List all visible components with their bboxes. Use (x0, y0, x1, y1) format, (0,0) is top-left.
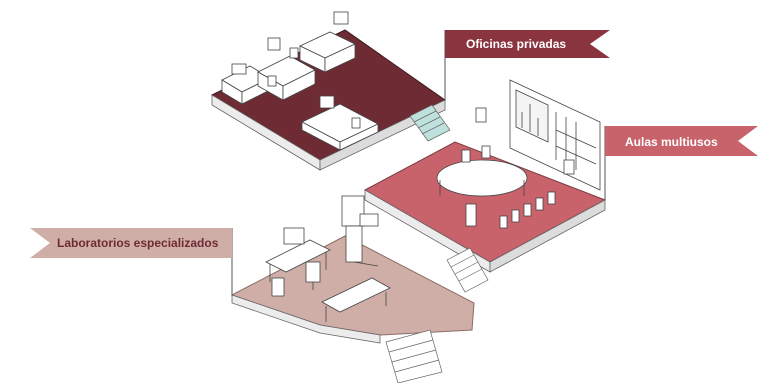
exam-table-icon (321, 277, 391, 322)
conference-table-icon (436, 159, 528, 227)
lab-desk-icon (265, 227, 331, 297)
labs-label: Laboratorios especializados (57, 236, 219, 250)
classrooms-banner (605, 126, 758, 156)
whiteboard-icon (509, 79, 601, 191)
staircase-icon (385, 329, 443, 383)
labs-floor: Laboratorios especializados (30, 195, 475, 383)
classrooms-floor-edge-right (489, 199, 606, 273)
computer-icon (231, 11, 349, 109)
office-desk-icon (301, 103, 379, 151)
classrooms-floor: Aulas multiusos (363, 79, 758, 293)
computer-icon (283, 227, 305, 245)
offices-floor: Oficinas privadas (210, 11, 610, 171)
medical-equipment-icon (341, 195, 379, 267)
staircase-icon (446, 247, 489, 293)
labs-banner (30, 228, 232, 258)
chair-icon (305, 261, 321, 290)
labs-floor-edge-left (231, 294, 381, 344)
classrooms-label: Aulas multiusos (625, 135, 718, 149)
chair-icon (461, 107, 575, 229)
offices-label: Oficinas privadas (466, 37, 566, 51)
staircase-icon (409, 104, 451, 142)
office-desk-icon (299, 31, 356, 73)
chair-icon (267, 47, 361, 129)
offices-banner (445, 30, 610, 58)
